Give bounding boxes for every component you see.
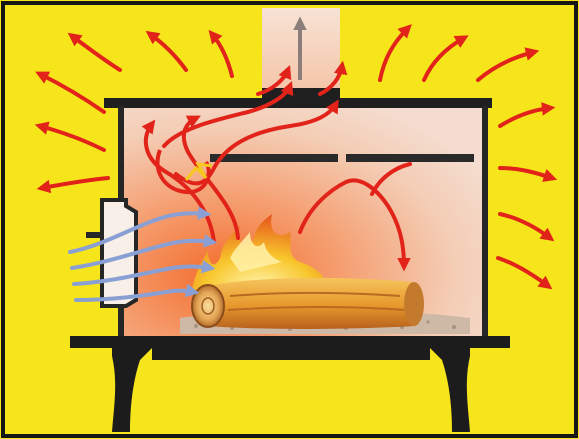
door-handle bbox=[86, 232, 102, 238]
log bbox=[192, 278, 424, 329]
stove-apron bbox=[152, 348, 430, 360]
stove-base bbox=[70, 336, 510, 348]
baffle-plate-left bbox=[210, 154, 338, 162]
firebox-right-wall bbox=[482, 106, 488, 342]
baffle-plate-right bbox=[346, 154, 474, 162]
